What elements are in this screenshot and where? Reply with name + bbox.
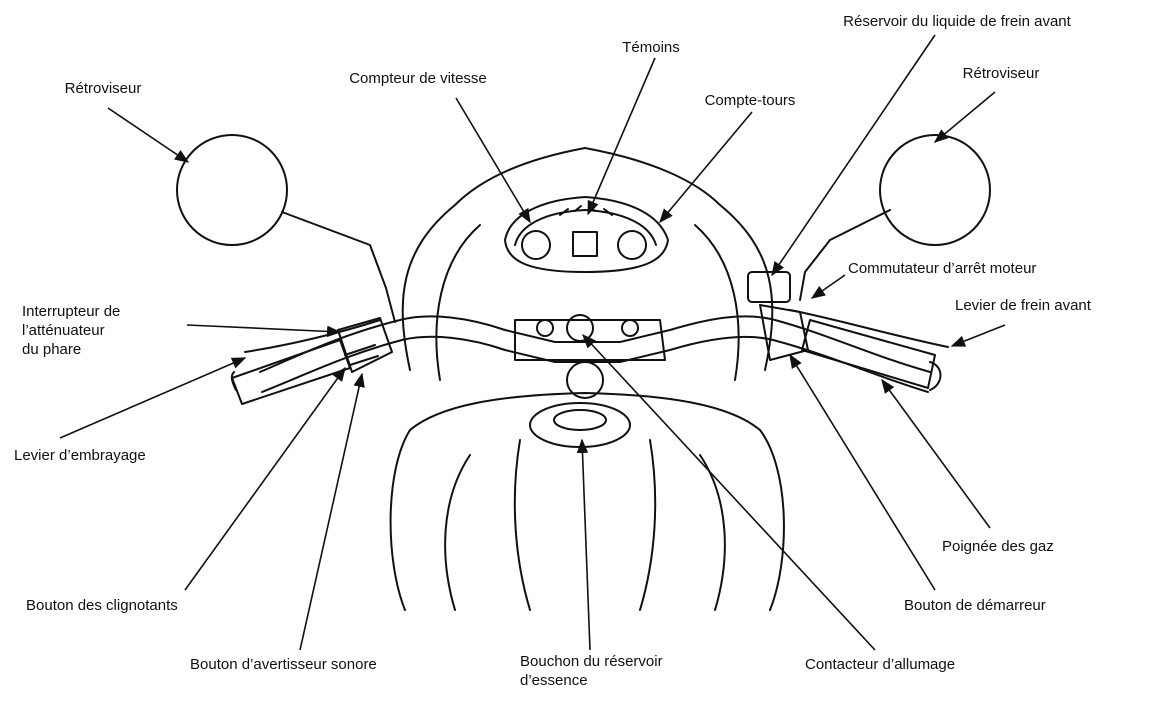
leader-retroviseur-left (108, 108, 188, 162)
fuel-tank (410, 393, 784, 610)
fairing (403, 148, 773, 370)
leader-contacteur (583, 335, 875, 650)
label-poignee-gaz: Poignée des gaz (942, 537, 1054, 556)
label-contacteur-allumage: Contacteur d’allumage (805, 655, 955, 674)
leader-avertisseur (300, 374, 362, 650)
left-mirror (177, 135, 287, 245)
label-retroviseur-right: Rétroviseur (963, 64, 1040, 83)
right-grip (802, 320, 935, 388)
brake-lever (790, 310, 948, 347)
label-bouton-demarreur: Bouton de démarreur (904, 596, 1046, 615)
label-bouton-avertisseur: Bouton d’avertisseur sonore (190, 655, 377, 674)
ignition-switch (567, 315, 593, 341)
left-mirror-stem (282, 212, 395, 322)
label-commutateur-arret: Commutateur d’arrêt moteur (848, 259, 1036, 278)
speedometer-dial (522, 231, 550, 259)
leader-commutateur (812, 275, 845, 298)
leader-interrupteur (187, 325, 340, 332)
label-compteur-de-vitesse: Compteur de vitesse (349, 69, 487, 88)
label-bouchon-reservoir: Bouchon du réservoir d’essence (520, 652, 663, 690)
leader-retroviseur-right (935, 92, 995, 142)
leader-embrayage (60, 358, 245, 438)
label-interrupteur-phare: Interrupteur de l’atténuateur du phare (22, 302, 120, 359)
leader-temoins (588, 58, 655, 214)
leader-bouchon (582, 440, 590, 650)
right-mirror (880, 135, 990, 245)
label-retroviseur-left: Rétroviseur (65, 79, 142, 98)
instrument-cluster (505, 197, 668, 272)
tachometer-dial (618, 231, 646, 259)
right-mirror-stem (800, 210, 890, 300)
label-levier-frein: Levier de frein avant (955, 296, 1091, 315)
indicator-window (573, 232, 597, 256)
leader-compte-tours (660, 112, 752, 222)
leader-levier-frein (952, 325, 1005, 346)
label-bouton-clignotants: Bouton des clignotants (26, 596, 178, 615)
leader-poignee (882, 380, 990, 528)
label-levier-embrayage: Levier d’embrayage (14, 446, 146, 465)
label-reservoir-frein: Réservoir du liquide de frein avant (843, 12, 1071, 31)
leader-compteur (456, 98, 530, 222)
left-grip (232, 340, 350, 404)
leader-demarreur (790, 355, 935, 590)
label-compte-tours: Compte-tours (705, 91, 796, 110)
label-temoins: Témoins (622, 38, 680, 57)
